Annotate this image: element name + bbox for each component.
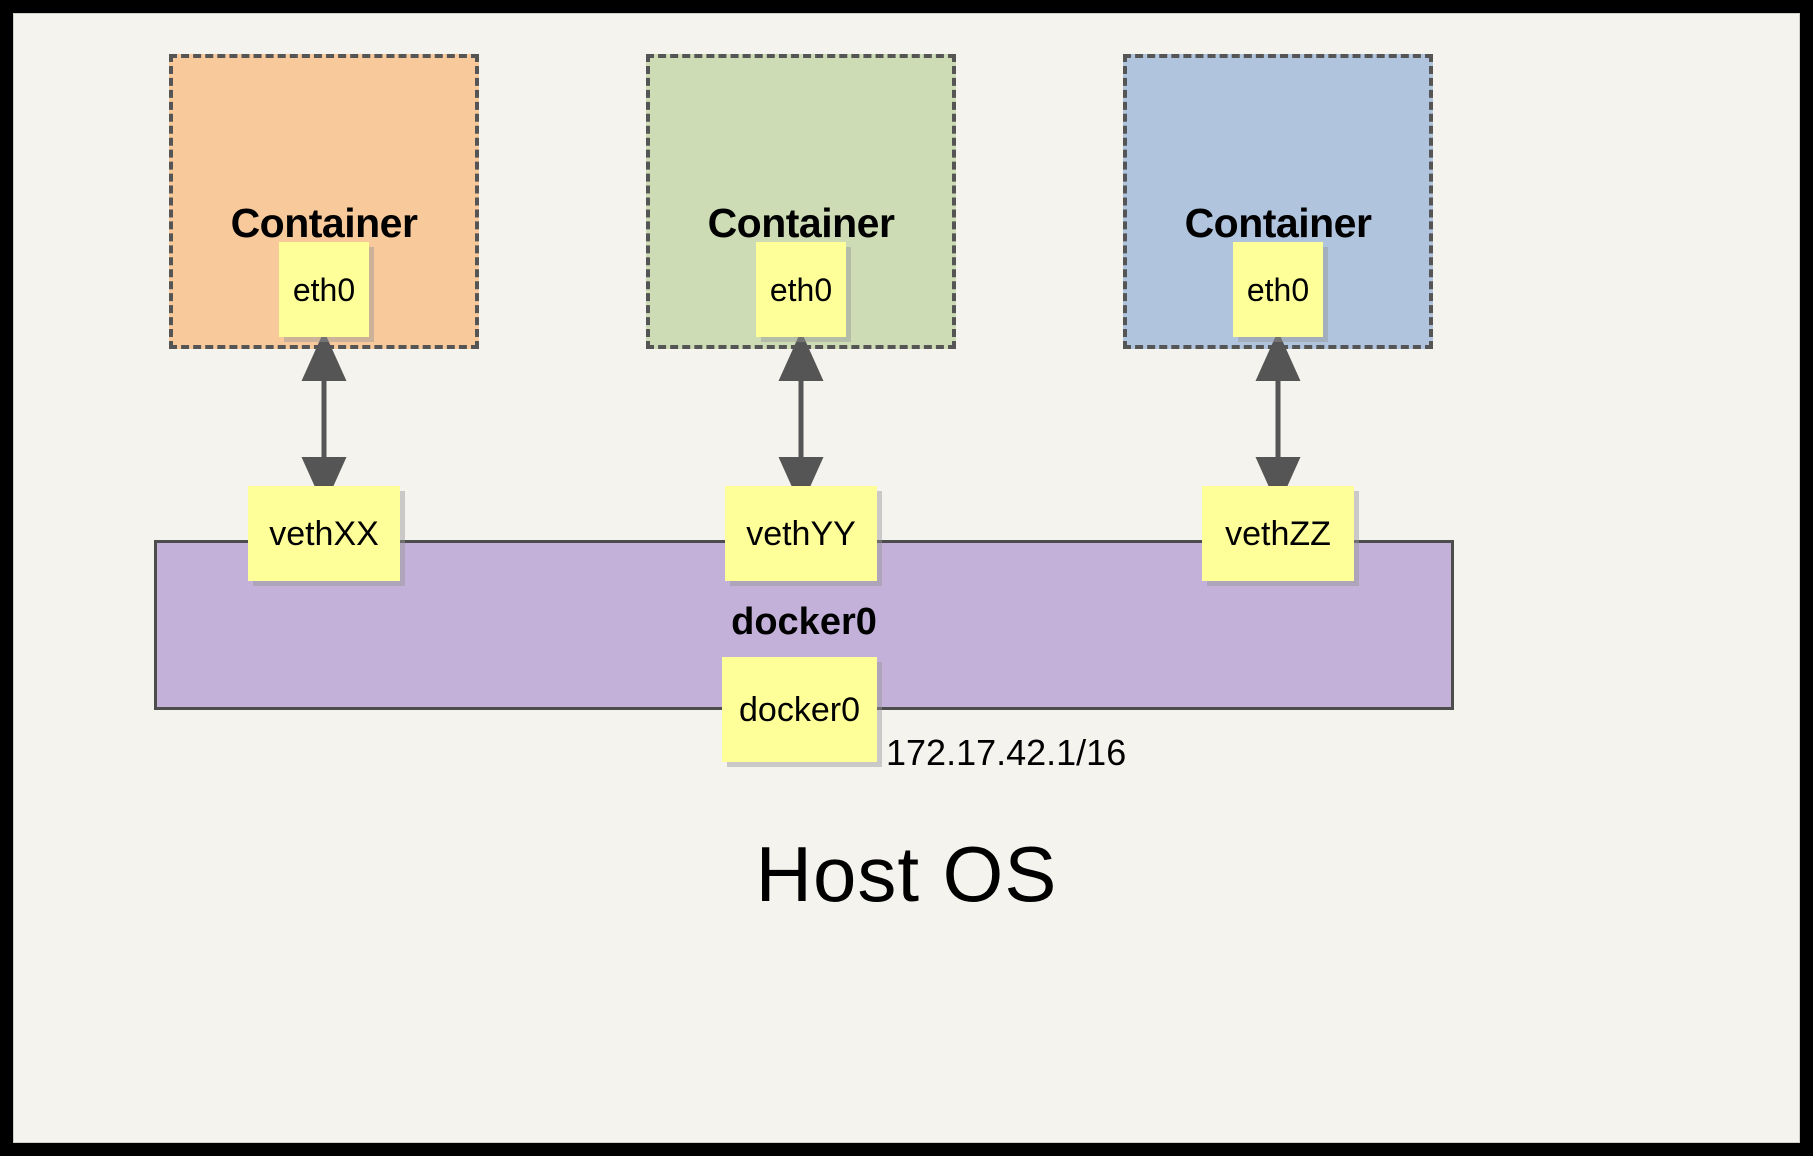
eth0-box-1[interactable]: eth0 [279, 242, 369, 337]
docker0-interface-box[interactable]: docker0 [722, 657, 877, 762]
arrow-eth0-to-vethyy [778, 331, 824, 507]
veth-box-vethzz[interactable]: vethZZ [1202, 486, 1354, 581]
eth0-box-3-label: eth0 [1246, 271, 1310, 308]
eth0-box-3[interactable]: eth0 [1233, 242, 1323, 337]
veth-box-vethzz-label: vethZZ [1225, 514, 1331, 553]
container-title-1: Container [230, 200, 418, 246]
arrow-eth0-to-vethxx [301, 331, 347, 507]
container-title-3: Container [1184, 200, 1372, 246]
docker0-ip-label: 172.17.42.1/16 [886, 732, 1127, 773]
eth0-box-1-label: eth0 [292, 271, 356, 308]
docker0-bar-label: docker0 [731, 601, 877, 643]
host-os-label: Host OS [755, 830, 1058, 918]
diagram-canvas: Container eth0 Container eth0 Container … [13, 13, 1800, 1143]
veth-box-vethxx[interactable]: vethXX [248, 486, 400, 581]
veth-box-vethyy[interactable]: vethYY [725, 486, 877, 581]
container-title-2: Container [707, 200, 895, 246]
veth-box-vethxx-label: vethXX [269, 514, 379, 553]
eth0-box-2[interactable]: eth0 [756, 242, 846, 337]
arrow-eth0-to-vethzz [1255, 331, 1301, 507]
docker0-interface-box-label: docker0 [739, 690, 860, 729]
eth0-box-2-label: eth0 [769, 271, 833, 308]
veth-box-vethyy-label: vethYY [746, 514, 856, 553]
